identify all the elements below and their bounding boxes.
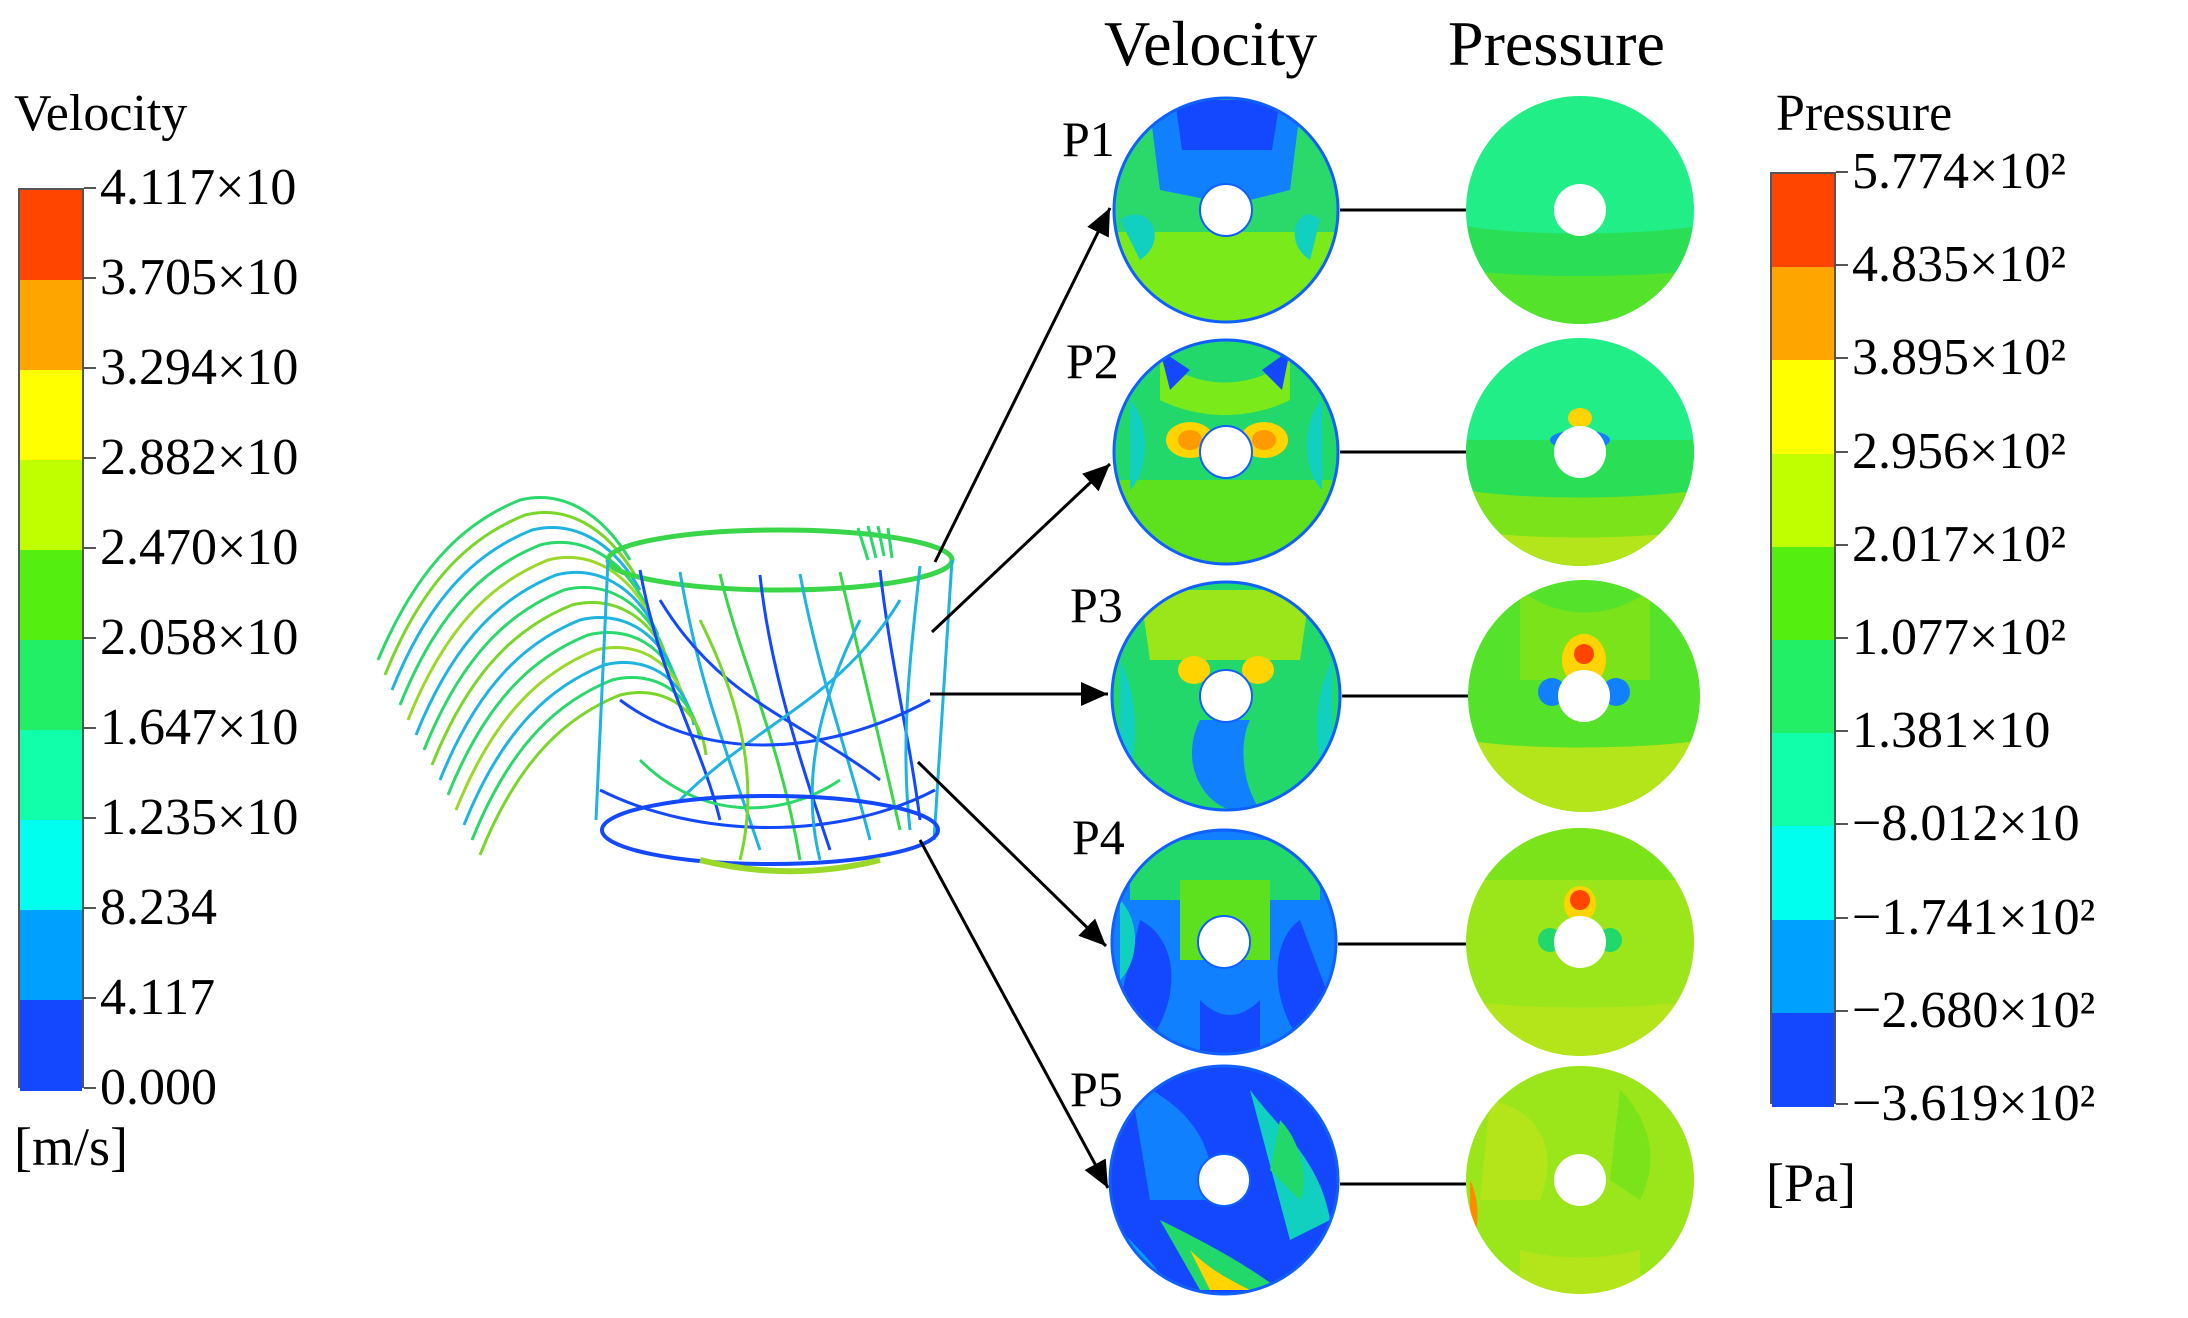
pressure-colorbar-tick-label: 1.077×10² bbox=[1852, 609, 2066, 666]
pressure-colorbar-tick-mark bbox=[1836, 357, 1848, 360]
pressure-colorbar-swatch bbox=[1772, 640, 1834, 735]
pressure-colorbar-swatch bbox=[1772, 546, 1834, 641]
pressure-disk-p5 bbox=[1466, 1066, 1694, 1294]
velocity-column-header: Velocity bbox=[1104, 8, 1318, 79]
pressure-disk-p4 bbox=[1466, 828, 1694, 1056]
velocity-colorbar-tick-label: 2.058×10 bbox=[100, 609, 299, 666]
velocity-disk-p1 bbox=[1112, 96, 1340, 324]
pressure-colorbar-tick-label: −2.680×10² bbox=[1852, 981, 2096, 1039]
velocity-colorbar-tick-label: 2.882×10 bbox=[100, 429, 299, 486]
velocity-colorbar-tick-mark bbox=[84, 367, 96, 369]
velocity-disk-p4 bbox=[1110, 828, 1338, 1056]
velocity-unit: [m/s] bbox=[14, 1117, 128, 1177]
cylinder-streamlines bbox=[594, 525, 955, 875]
pressure-colorbar-tick-label: −1.741×10² bbox=[1852, 888, 2096, 946]
pressure-colorbar-gradient bbox=[1770, 172, 1836, 1107]
pressure-colorbar-tick-mark bbox=[1836, 1103, 1848, 1105]
pressure-colorbar-tick-mark bbox=[1836, 171, 1848, 173]
velocity-colorbar-tick-label: 4.117×10 bbox=[100, 159, 297, 216]
velocity-colorbar-tick-mark bbox=[84, 817, 96, 819]
pressure-unit: [Pa] bbox=[1766, 1153, 1856, 1213]
pressure-colorbar-swatch bbox=[1772, 1012, 1834, 1107]
velocity-colorbar-swatch bbox=[20, 910, 82, 1001]
velocity-colorbar-title: Velocity bbox=[14, 85, 188, 142]
velocity-colorbar-tick-label: 4.117 bbox=[100, 969, 216, 1026]
pressure-colorbar-tick-label: 3.895×10² bbox=[1852, 329, 2066, 387]
velocity-colorbar-tick-label: 3.705×10 bbox=[100, 249, 299, 306]
pressure-colorbar-tick-label: 2.017×10² bbox=[1852, 515, 2066, 573]
velocity-colorbar-tick-label: 1.235×10 bbox=[100, 789, 299, 846]
pressure-colorbar-tick-label: −8.012×10 bbox=[1852, 795, 2080, 853]
pressure-colorbar-tick-mark bbox=[1836, 264, 1848, 267]
arrow-p1 bbox=[933, 207, 1112, 563]
velocity-colorbar-tick-mark bbox=[84, 187, 96, 189]
pressure-colorbar-tick-mark bbox=[1836, 1009, 1848, 1012]
plane-label-p3: P3 bbox=[1070, 577, 1123, 633]
pressure-colorbar-tick-label: 5.774×10² bbox=[1852, 143, 2066, 200]
velocity-colorbar-tick-mark bbox=[84, 277, 96, 279]
pressure-colorbar-tick-mark bbox=[1836, 823, 1848, 826]
velocity-colorbar-tick-mark bbox=[84, 637, 96, 639]
velocity-colorbar-swatch bbox=[20, 370, 82, 461]
plane-label-p1: P1 bbox=[1062, 111, 1115, 167]
pressure-colorbar-tick-mark bbox=[1836, 543, 1848, 546]
streamline-geometry bbox=[376, 496, 955, 875]
plane-label-p4: P4 bbox=[1072, 809, 1125, 865]
pressure-colorbar-tick-label: 2.956×10² bbox=[1852, 422, 2066, 480]
pressure-disk-p2 bbox=[1466, 338, 1694, 566]
pressure-colorbar-swatch bbox=[1772, 174, 1834, 269]
pressure-colorbar-tick-mark bbox=[1836, 637, 1848, 639]
velocity-colorbar-swatch bbox=[20, 550, 82, 641]
velocity-disk-p2 bbox=[1112, 338, 1340, 566]
velocity-colorbar-tick-mark bbox=[84, 547, 96, 549]
disk-connectors bbox=[1338, 208, 1468, 1186]
velocity-colorbar-tick-label: 1.647×10 bbox=[100, 699, 299, 756]
velocity-colorbar-tick-mark bbox=[84, 907, 96, 909]
pressure-colorbar-tick-mark bbox=[1836, 916, 1848, 919]
velocity-disk-p5 bbox=[1108, 1064, 1340, 1296]
pressure-colorbar-swatch bbox=[1772, 453, 1834, 548]
arrow-p4 bbox=[916, 760, 1108, 948]
velocity-colorbar-swatch bbox=[20, 1000, 82, 1091]
velocity-colorbar-tick-label: 8.234 bbox=[100, 879, 217, 936]
velocity-colorbar-gradient bbox=[18, 188, 84, 1091]
velocity-colorbar-tick-mark bbox=[84, 457, 96, 459]
velocity-disk-p3 bbox=[1110, 580, 1342, 812]
pressure-colorbar-tick-mark bbox=[1836, 450, 1848, 453]
connector-arrows bbox=[916, 207, 1112, 1189]
pressure-colorbar-title: Pressure bbox=[1776, 85, 1953, 142]
pressure-colorbar-tick-mark bbox=[1836, 730, 1848, 733]
plane-label-p2: P2 bbox=[1066, 333, 1119, 389]
pressure-column-header: Pressure bbox=[1448, 8, 1665, 79]
velocity-colorbar-tick-label: 3.294×10 bbox=[100, 339, 299, 396]
velocity-colorbar-tick-label: 2.470×10 bbox=[100, 519, 299, 576]
velocity-colorbar-swatch bbox=[20, 460, 82, 551]
pressure-colorbar-tick-label: −3.619×10² bbox=[1852, 1075, 2096, 1132]
pressure-colorbar-swatch bbox=[1772, 733, 1834, 828]
velocity-colorbar-tick-label: 0.000 bbox=[100, 1059, 217, 1116]
velocity-colorbar-swatch bbox=[20, 190, 82, 281]
pressure-colorbar-swatch bbox=[1772, 919, 1834, 1014]
velocity-colorbar-swatch bbox=[20, 820, 82, 911]
velocity-colorbar-tick-mark bbox=[84, 1087, 96, 1089]
arrow-p2 bbox=[930, 462, 1112, 634]
velocity-colorbar-swatch bbox=[20, 280, 82, 371]
pressure-colorbar-swatch bbox=[1772, 267, 1834, 362]
pressure-colorbar-tick-label: 4.835×10² bbox=[1852, 236, 2066, 294]
velocity-colorbar-tick-mark bbox=[84, 997, 96, 999]
inlet-duct-streamlines bbox=[376, 496, 708, 856]
velocity-colorbar-swatch bbox=[20, 640, 82, 731]
velocity-colorbar-tick-mark bbox=[84, 727, 96, 729]
pressure-colorbar-swatch bbox=[1772, 360, 1834, 455]
plane-label-p5: P5 bbox=[1070, 1061, 1123, 1117]
pressure-disk-p1 bbox=[1466, 96, 1694, 324]
velocity-colorbar-swatch bbox=[20, 730, 82, 821]
pressure-colorbar-swatch bbox=[1772, 826, 1834, 921]
arrow-p5 bbox=[918, 839, 1110, 1189]
pressure-colorbar-tick-label: 1.381×10 bbox=[1852, 702, 2051, 760]
pressure-disk-p3 bbox=[1468, 580, 1700, 812]
